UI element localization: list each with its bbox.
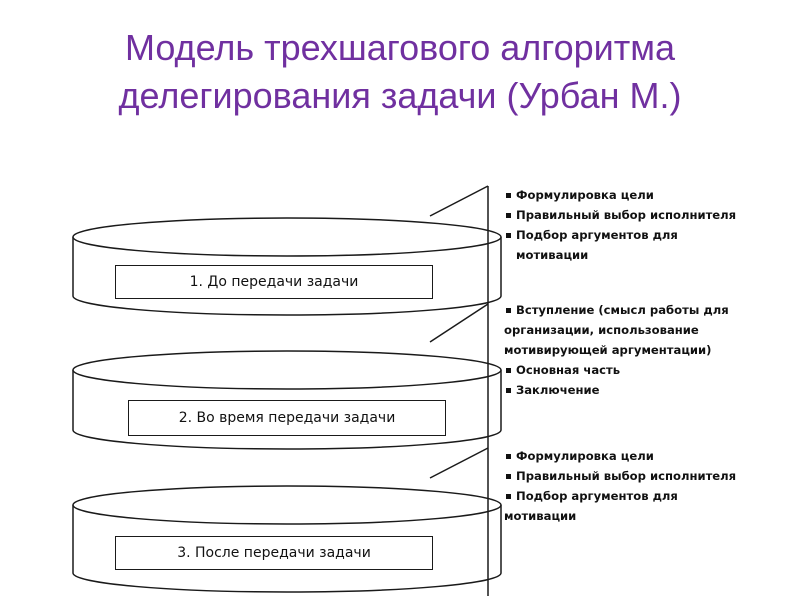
title-line-2: делегирования задачи (Урбан М.)	[118, 75, 682, 116]
note-item: Заключение	[504, 380, 729, 400]
notes-stage-3: Формулировка цели Правильный выбор испол…	[504, 446, 736, 526]
note-item: Подбор аргументов для	[504, 486, 736, 506]
note-item-continuation: мотивирующей аргументации)	[504, 343, 712, 357]
notes-stage-2: Вступление (смысл работы для организации…	[504, 300, 729, 400]
connector-stage-1	[429, 185, 489, 217]
notes-stage-1: Формулировка цели Правильный выбор испол…	[504, 185, 736, 265]
note-item: Подбор аргументов для	[504, 225, 736, 245]
stage-label-box-2: 2. Во время передачи задачи	[128, 400, 446, 436]
note-item: Формулировка цели	[504, 446, 736, 466]
connector-stage-2	[429, 303, 489, 343]
stage-label: 2. Во время передачи задачи	[178, 410, 396, 426]
stage-label: 3. После передачи задачи	[177, 545, 371, 561]
note-item-continuation: мотивации	[504, 509, 577, 523]
note-item: Основная часть	[504, 360, 729, 380]
stage-label: 1. До передачи задачи	[189, 274, 359, 290]
note-item: Правильный выбор исполнителя	[504, 205, 736, 225]
note-item: Правильный выбор исполнителя	[504, 466, 736, 486]
note-item-continuation: организации, использование	[504, 323, 699, 337]
connector-stage-3	[429, 447, 489, 479]
stage-label-box-1: 1. До передачи задачи	[115, 265, 433, 299]
connector-lines	[429, 185, 489, 596]
slide-title: Модель трехшагового алгоритма делегирова…	[0, 24, 800, 120]
note-item-continuation: мотивации	[516, 248, 589, 262]
note-item: Формулировка цели	[504, 185, 736, 205]
note-item: Вступление (смысл работы для	[504, 300, 729, 320]
title-line-1: Модель трехшагового алгоритма	[124, 27, 676, 68]
stage-label-box-3: 3. После передачи задачи	[115, 536, 433, 570]
